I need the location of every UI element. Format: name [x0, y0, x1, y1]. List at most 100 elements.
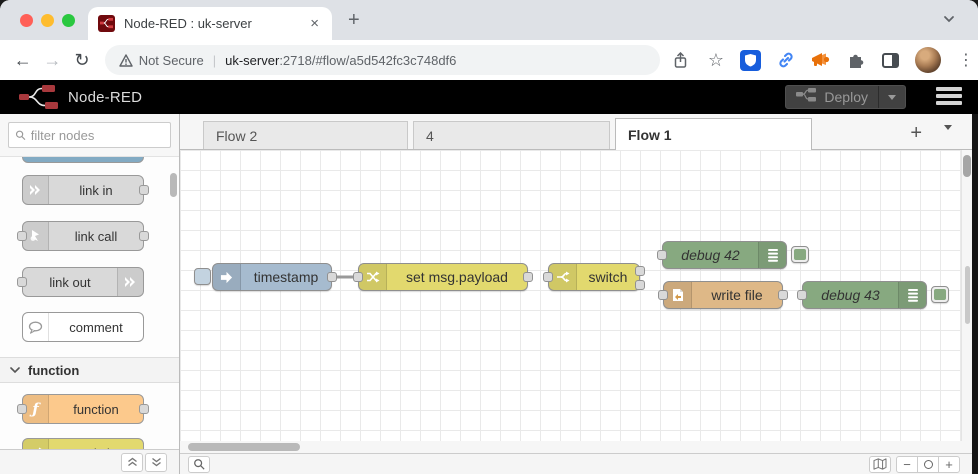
flow-node-change[interactable]: set msg.payload — [353, 263, 533, 291]
navigator-map-button[interactable] — [869, 455, 891, 473]
url-path: :2718/#flow/a5d542fc3c748df6 — [279, 52, 457, 68]
close-window-button[interactable] — [20, 14, 33, 27]
flow-tab-flow2[interactable]: Flow 2 — [203, 121, 408, 149]
comment-icon — [23, 313, 49, 341]
node-label: debug 42 — [681, 247, 740, 263]
minimize-window-button[interactable] — [41, 14, 54, 27]
palette-node-label: switch — [49, 446, 143, 450]
node-label: debug 43 — [821, 287, 880, 303]
switch-icon — [549, 264, 577, 290]
deploy-label: Deploy — [824, 89, 868, 105]
debug-list-icon — [898, 282, 926, 308]
zoom-out-button[interactable]: − — [896, 455, 918, 473]
flow-tab-label: Flow 1 — [628, 126, 672, 143]
node-port — [353, 272, 363, 282]
debug-toggle-button[interactable] — [931, 286, 949, 303]
zoom-reset-button[interactable] — [917, 455, 939, 473]
expand-all-button[interactable] — [145, 452, 167, 472]
palette-node-label: comment — [69, 319, 123, 335]
palette-filter-box[interactable] — [8, 122, 171, 148]
palette-node-partial-bottom[interactable]: switch — [22, 438, 144, 449]
palette-node-list: link in link call link out — [0, 157, 179, 449]
function-icon: ƒ — [23, 395, 49, 423]
collapse-all-button[interactable] — [121, 452, 143, 472]
debug-toggle-button[interactable] — [791, 246, 809, 263]
tab-search-chevron-icon[interactable] — [942, 12, 956, 31]
link-extension-icon[interactable] — [775, 49, 797, 71]
inject-trigger-button[interactable] — [194, 268, 211, 285]
flow-node-inject[interactable]: timestamp — [212, 263, 337, 291]
canvas-horizontal-scrollbar[interactable] — [180, 441, 972, 453]
bitwarden-extension-icon[interactable] — [740, 49, 762, 71]
flow-node-debug-43[interactable]: debug 43 — [797, 281, 927, 309]
fullscreen-window-button[interactable] — [62, 14, 75, 27]
node-port — [139, 231, 149, 241]
profile-avatar[interactable] — [914, 47, 941, 73]
canvas-vertical-scrollbar[interactable] — [961, 150, 972, 441]
not-secure-warning-icon — [118, 53, 133, 67]
flow-canvas[interactable]: timestamp set msg.payload switch — [180, 150, 972, 441]
flow-tab-flow1-active[interactable]: Flow 1 — [615, 118, 812, 150]
page-scrollbar-thumb[interactable] — [965, 266, 970, 324]
flow-node-switch[interactable]: switch — [543, 263, 645, 291]
palette-node-partial-top[interactable] — [22, 157, 144, 163]
toolbar-icons: ☆ ⋮ — [670, 47, 978, 73]
close-tab-icon[interactable]: × — [310, 15, 319, 32]
search-icon — [194, 459, 205, 470]
palette-scrollbar-thumb[interactable] — [170, 173, 177, 197]
map-icon — [873, 458, 887, 470]
flow-tab-bar: Flow 2 4 Flow 1 + — [180, 114, 972, 150]
flow-node-debug-42[interactable]: debug 42 — [657, 241, 787, 269]
add-flow-button[interactable]: + — [910, 122, 922, 144]
back-icon[interactable]: ← — [13, 49, 32, 70]
zoom-in-button[interactable]: + — [938, 455, 960, 473]
palette-node-link-in[interactable]: link in — [22, 175, 149, 205]
new-tab-button[interactable]: + — [348, 9, 360, 31]
canvas-scrollbar-thumb[interactable] — [963, 155, 971, 177]
search-flows-button[interactable] — [188, 455, 210, 473]
main-menu-icon[interactable] — [936, 87, 962, 105]
node-label: write file — [711, 287, 763, 303]
extensions-puzzle-icon[interactable] — [845, 49, 867, 71]
url-host: uk-server — [225, 52, 280, 68]
palette-search-bar — [0, 114, 179, 157]
forward-icon[interactable]: → — [43, 49, 62, 70]
browser-menu-icon[interactable]: ⋮ — [957, 52, 974, 69]
link-call-icon — [23, 222, 49, 250]
flow-editor: Flow 2 4 Flow 1 + — [180, 114, 972, 474]
address-bar[interactable]: Not Secure | uk-server:2718/#flow/a5d542… — [104, 45, 660, 75]
not-secure-label: Not Secure — [138, 52, 204, 68]
reload-icon[interactable]: ↻ — [74, 49, 90, 70]
node-red-logo — [18, 84, 60, 110]
node-label: set msg.payload — [406, 269, 508, 285]
share-icon[interactable] — [670, 49, 692, 71]
flow-node-write-file[interactable]: write file — [658, 281, 788, 309]
link-in-icon — [23, 176, 49, 204]
node-port — [17, 231, 27, 241]
bookmark-star-icon[interactable]: ☆ — [707, 49, 725, 70]
palette-node-function[interactable]: ƒ function — [17, 394, 149, 424]
flow-list-caret[interactable] — [944, 125, 952, 148]
palette-node-link-out[interactable]: link out — [17, 267, 144, 297]
deploy-button[interactable]: Deploy — [785, 85, 906, 109]
side-panel-icon[interactable] — [880, 49, 902, 71]
megaphone-extension-icon[interactable] — [810, 49, 832, 71]
deploy-icon — [796, 87, 817, 107]
flow-tab-4[interactable]: 4 — [413, 121, 610, 149]
palette-node-comment[interactable]: comment — [22, 312, 144, 342]
palette-node-label: function — [73, 401, 119, 417]
palette-category-label: function — [28, 362, 80, 378]
node-port — [139, 404, 149, 414]
node-palette: link in link call link out — [0, 114, 180, 474]
browser-tab[interactable]: Node-RED : uk-server × — [88, 7, 332, 40]
node-port — [543, 272, 553, 282]
deploy-options-caret[interactable] — [878, 86, 905, 108]
node-port — [523, 272, 533, 282]
horizontal-scrollbar-thumb[interactable] — [188, 443, 300, 451]
canvas-footer: − + — [180, 453, 972, 474]
debug-list-icon — [758, 242, 786, 268]
palette-filter-input[interactable] — [30, 127, 164, 143]
palette-node-link-call[interactable]: link call — [17, 221, 149, 251]
palette-category-function[interactable]: function — [0, 357, 179, 383]
node-port — [658, 290, 668, 300]
